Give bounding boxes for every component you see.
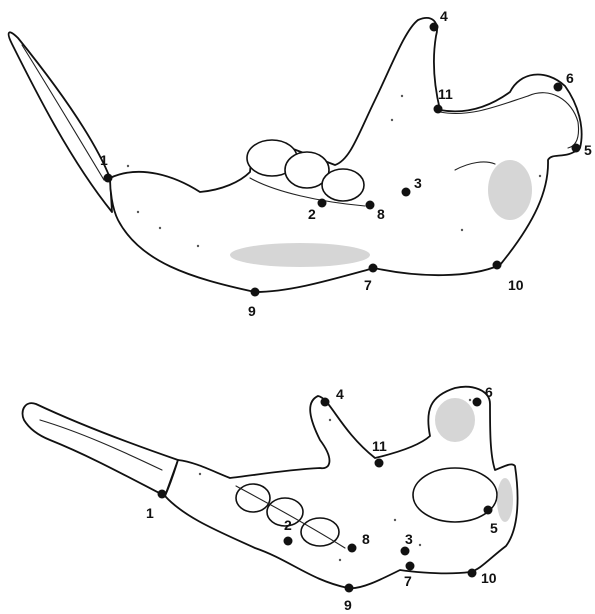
- lower-landmark-3-label: 3: [405, 531, 413, 547]
- lower-landmark-6-label: 6: [485, 384, 493, 400]
- lower-angle-shading: [497, 478, 513, 522]
- lower-landmark-8-label: 8: [362, 531, 370, 547]
- upper-landmark-6-label: 6: [566, 70, 574, 86]
- upper-landmark-2-label: 2: [308, 206, 316, 222]
- upper-landmark-1-dot: [104, 174, 113, 183]
- upper-landmark-2-dot: [318, 199, 327, 208]
- upper-landmark-5-dot: [572, 144, 581, 153]
- upper-landmark-10-dot: [493, 261, 502, 270]
- lower-landmark-11-dot: [375, 459, 384, 468]
- lower-landmark-6-dot: [473, 398, 482, 407]
- upper-masseteric-shading: [488, 160, 532, 220]
- upper-landmark-7-label: 7: [364, 277, 372, 293]
- upper-landmark-5-label: 5: [584, 142, 592, 158]
- upper-landmark-3-dot: [402, 188, 411, 197]
- lower-coronoid-shading: [435, 398, 475, 442]
- upper-landmark-11-label: 11: [438, 86, 453, 102]
- lower-landmark-2-dot: [284, 537, 293, 546]
- lower-mandible-view: [23, 387, 518, 588]
- lower-landmark-7-dot: [406, 562, 415, 571]
- lower-molar-3: [301, 518, 339, 546]
- lower-landmark-10-dot: [468, 569, 477, 578]
- upper-landmark-7-dot: [369, 264, 378, 273]
- upper-mandible-view: [9, 18, 582, 292]
- upper-molar-3: [322, 169, 364, 201]
- lower-landmark-5-label: 5: [490, 520, 498, 536]
- lower-landmark-1-dot: [158, 490, 167, 499]
- upper-landmark-6-dot: [554, 83, 563, 92]
- lower-landmark-11-label: 11: [372, 438, 387, 454]
- lower-landmark-3-dot: [401, 547, 410, 556]
- upper-landmark-10-label: 10: [508, 277, 524, 293]
- upper-landmark-1-label: 1: [100, 152, 108, 168]
- upper-body-shading: [230, 243, 370, 267]
- lower-incisor: [23, 403, 179, 496]
- upper-landmark-9-label: 9: [248, 303, 256, 319]
- upper-landmark-8-dot: [366, 201, 375, 210]
- upper-landmark-4-label: 4: [440, 8, 448, 24]
- upper-incisor: [9, 32, 112, 212]
- lower-landmark-1-label: 1: [146, 505, 154, 521]
- lower-landmark-8-dot: [348, 544, 357, 553]
- upper-landmark-3-label: 3: [414, 175, 422, 191]
- lower-landmark-4-label: 4: [336, 386, 344, 402]
- lower-landmark-4-dot: [321, 398, 330, 407]
- lower-landmark-9-label: 9: [344, 597, 352, 613]
- upper-landmark-9-dot: [251, 288, 260, 297]
- upper-landmark-8-label: 8: [377, 206, 385, 222]
- lower-condyle: [413, 468, 497, 522]
- upper-incisor-edge: [22, 45, 104, 180]
- lower-landmark-10-label: 10: [481, 570, 497, 586]
- upper-landmark-11-dot: [434, 105, 443, 114]
- lower-landmark-5-dot: [484, 506, 493, 515]
- lower-landmark-2-label: 2: [284, 517, 292, 533]
- upper-landmark-4-dot: [430, 23, 439, 32]
- lower-landmark-9-dot: [345, 584, 354, 593]
- lower-landmark-7-label: 7: [404, 573, 412, 589]
